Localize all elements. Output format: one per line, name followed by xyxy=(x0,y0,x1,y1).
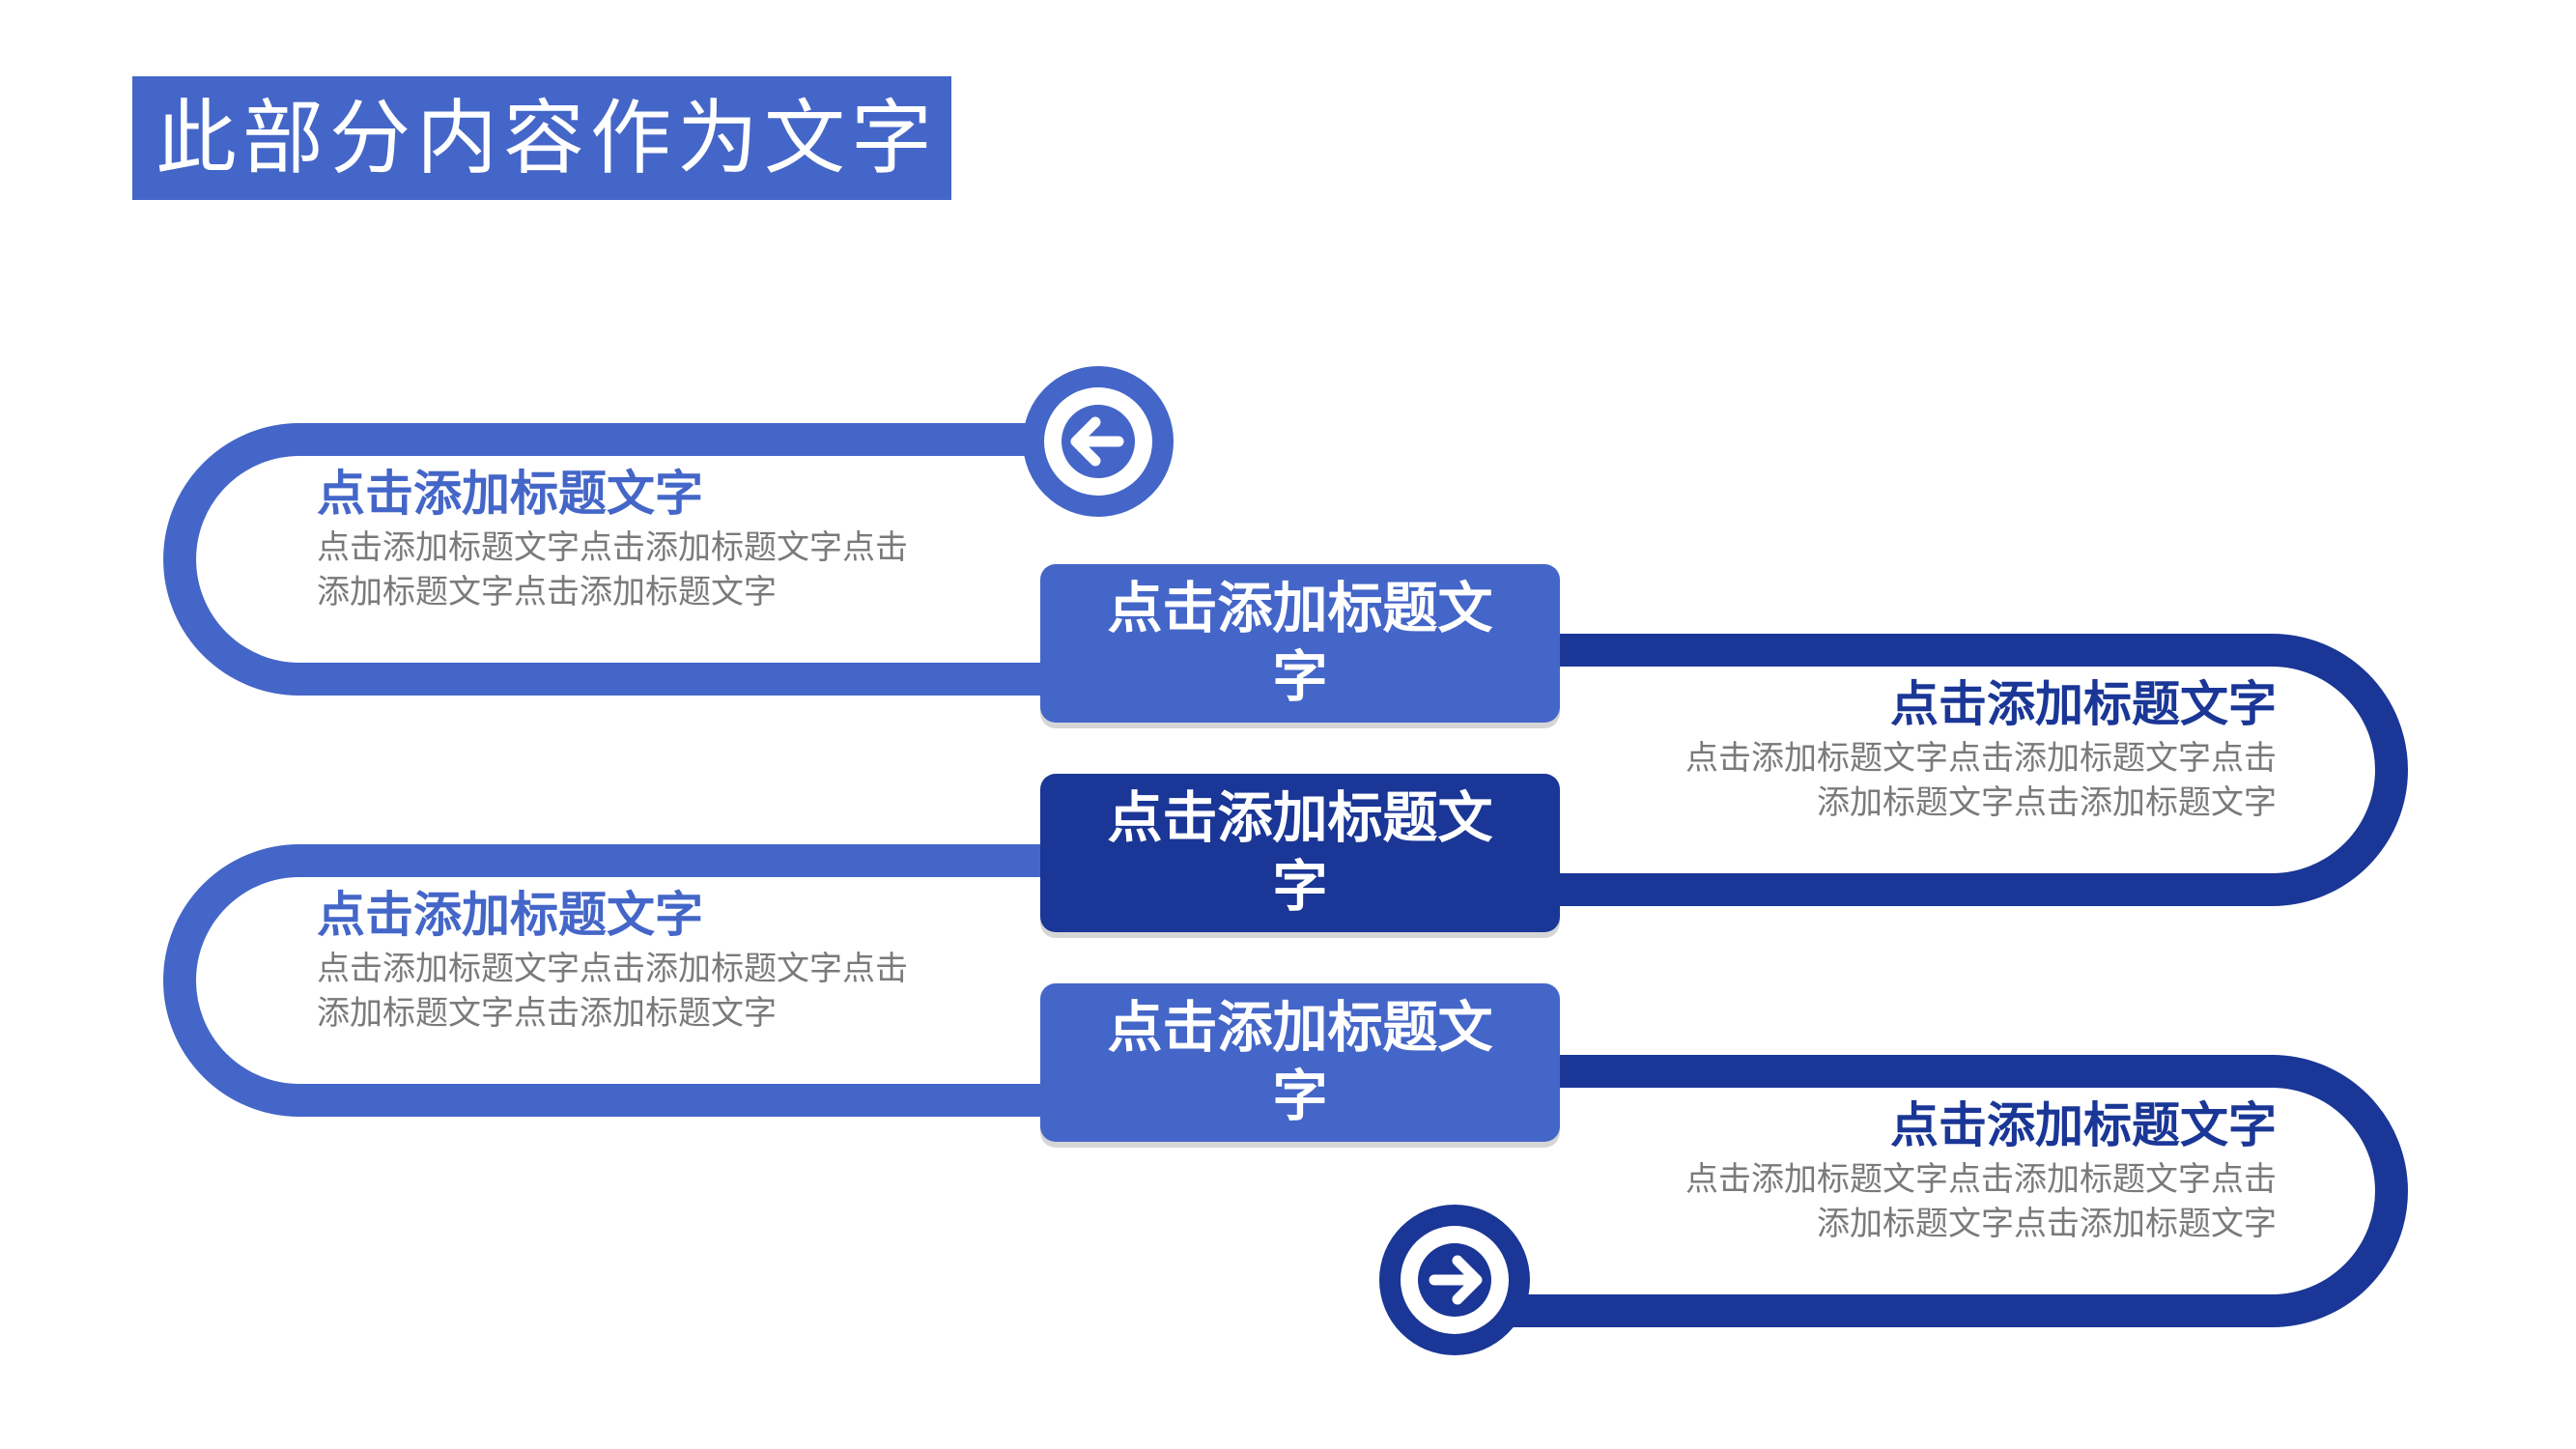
segment-4-label: 点击添加标题文字 点击添加标题文字点击添加标题文字点击添加标题文字点击添加标题文… xyxy=(1658,1099,2277,1246)
step-box-3: 点击添加标题文字 xyxy=(1040,983,1560,1142)
flow-track-2 xyxy=(1545,634,2408,906)
segment-3-body: 点击添加标题文字点击添加标题文字点击添加标题文字点击添加标题文字 xyxy=(317,950,908,1034)
title-banner: 此部分内容作为文字 xyxy=(132,76,951,200)
step-box-3-label: 点击添加标题文字 xyxy=(1107,996,1493,1128)
segment-1-title: 点击添加标题文字 xyxy=(317,466,703,522)
step-box-2-label: 点击添加标题文字 xyxy=(1107,786,1493,919)
segment-3-label: 点击添加标题文字 点击添加标题文字点击添加标题文字点击添加标题文字点击添加标题文… xyxy=(317,889,935,1036)
arrow-left-circle-icon xyxy=(1023,366,1174,517)
segment-2-label: 点击添加标题文字 点击添加标题文字点击添加标题文字点击添加标题文字点击添加标题文… xyxy=(1658,678,2277,825)
segment-4-title: 点击添加标题文字 xyxy=(1890,1097,2277,1153)
flow-track-1 xyxy=(163,423,1094,696)
segment-2-title: 点击添加标题文字 xyxy=(1890,676,2277,732)
segment-1-label: 点击添加标题文字 点击添加标题文字点击添加标题文字点击添加标题文字点击添加标题文… xyxy=(317,468,935,614)
segment-1-body: 点击添加标题文字点击添加标题文字点击添加标题文字点击添加标题文字 xyxy=(317,528,908,612)
segment-2-body: 点击添加标题文字点击添加标题文字点击添加标题文字点击添加标题文字 xyxy=(1685,739,2277,823)
step-box-2: 点击添加标题文字 xyxy=(1040,774,1560,932)
arrow-right-circle-icon xyxy=(1379,1205,1530,1355)
segment-4-body: 点击添加标题文字点击添加标题文字点击添加标题文字点击添加标题文字 xyxy=(1685,1160,2277,1244)
step-box-1-label: 点击添加标题文字 xyxy=(1107,577,1493,709)
segment-3-title: 点击添加标题文字 xyxy=(317,887,703,943)
step-box-1: 点击添加标题文字 xyxy=(1040,564,1560,723)
flow-track-4 xyxy=(1458,1055,2408,1327)
flow-track-3 xyxy=(163,844,1053,1117)
page-title: 此部分内容作为文字 xyxy=(156,91,939,185)
